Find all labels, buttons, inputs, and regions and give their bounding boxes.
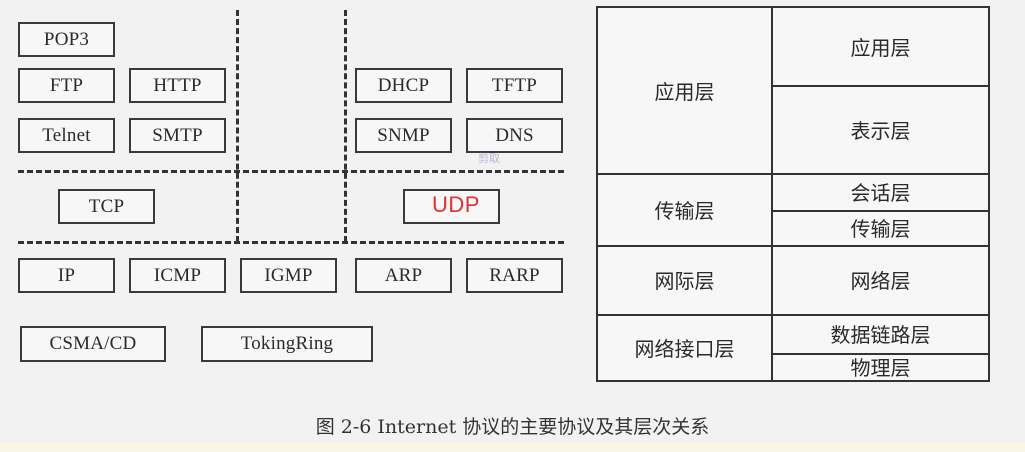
- tcpip-layer-transport: 传输层: [654, 198, 715, 223]
- arp-box: ARP: [355, 258, 452, 293]
- row-divider: [598, 314, 988, 316]
- osi-layer-network: 网络层: [850, 269, 911, 293]
- icmp-box: ICMP: [129, 258, 226, 293]
- ftp-box: FTP: [18, 68, 115, 103]
- pop3-box: POP3: [18, 22, 115, 57]
- http-box: HTTP: [129, 68, 226, 103]
- ip-box: IP: [18, 258, 115, 293]
- layer-comparison-table: 应用层 传输层 网际层 网络接口层 应用层 表示层 会话层 传输层 网络层 数据…: [596, 6, 990, 382]
- osi-layer-transport: 传输层: [850, 217, 911, 241]
- osi-layer-session: 会话层: [850, 181, 911, 205]
- transport-network-divider: [18, 241, 564, 244]
- osi-layer-application: 应用层: [850, 36, 911, 60]
- tcpip-layer-internet: 网际层: [654, 269, 715, 293]
- osi-layer-physical: 物理层: [850, 356, 911, 380]
- rarp-box: RARP: [466, 258, 563, 293]
- tcpip-layer-network-interface: 网络接口层: [634, 336, 735, 361]
- app-transport-divider: [18, 170, 564, 173]
- snmp-box: SNMP: [355, 118, 452, 153]
- osi-layer-presentation: 表示层: [850, 118, 911, 143]
- udp-label: UDP: [432, 192, 480, 217]
- watermark-text: 剪取: [478, 152, 500, 165]
- csma-cd-box: CSMA/CD: [20, 326, 166, 362]
- osi-layer-data-link: 数据链路层: [830, 323, 931, 347]
- udp-box: [403, 189, 500, 224]
- figure-caption: 图 2-6 Internet 协议的主要协议及其层次关系: [315, 416, 710, 438]
- smtp-box: SMTP: [129, 118, 226, 153]
- dhcp-box: DHCP: [355, 68, 452, 103]
- table-column-divider: [771, 8, 773, 380]
- telnet-box: Telnet: [18, 118, 115, 153]
- tcp-box: TCP: [58, 189, 155, 224]
- bottom-band: [0, 442, 1025, 452]
- row-divider: [771, 210, 988, 212]
- tcp-udp-divider-right: [344, 10, 347, 242]
- tcp-udp-divider-left: [236, 10, 239, 242]
- dns-box: DNS: [466, 118, 563, 153]
- tftp-box: TFTP: [466, 68, 563, 103]
- row-divider: [598, 173, 988, 175]
- igmp-box: IGMP: [240, 258, 337, 293]
- row-divider: [598, 245, 988, 247]
- row-divider: [771, 85, 988, 87]
- row-divider: [771, 353, 988, 355]
- token-ring-box: TokingRing: [201, 326, 373, 362]
- tcpip-layer-application: 应用层: [654, 80, 715, 104]
